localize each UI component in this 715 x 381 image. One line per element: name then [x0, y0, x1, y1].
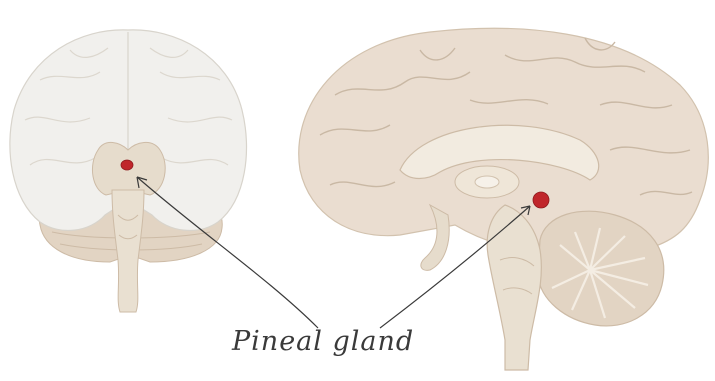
posterior-pineal-gland	[121, 160, 133, 170]
posterior-brainstem	[112, 190, 144, 312]
pineal-gland-label: Pineal gland	[232, 326, 414, 357]
sagittal-brain-view	[299, 28, 709, 370]
sagittal-pineal-gland	[533, 192, 549, 208]
posterior-brain-view	[10, 30, 247, 312]
